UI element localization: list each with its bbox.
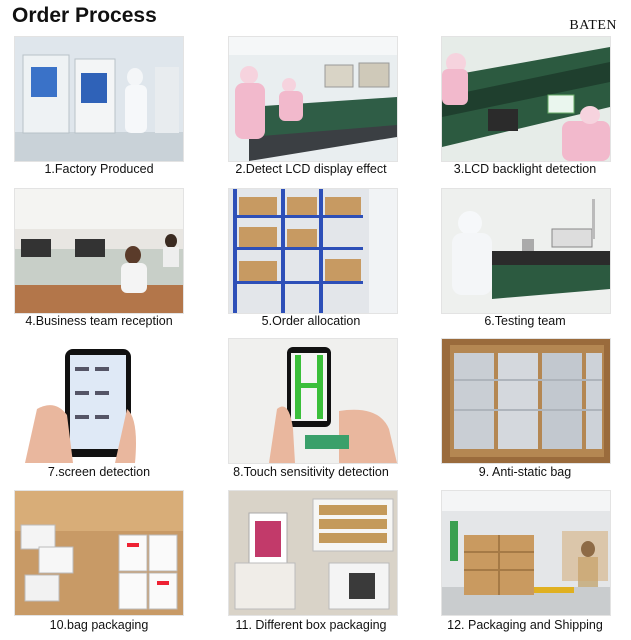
touch-test-photo [228,338,398,464]
step-caption: 9. Anti-static bag [478,465,572,479]
shipping-warehouse-photo [441,490,611,616]
step-caption: 11. Different box packaging [235,618,387,632]
warehouse-shelves-photo [228,188,398,314]
step-caption: 6.Testing team [484,314,566,328]
step-caption: 4.Business team reception [25,314,173,328]
step-caption: 2.Detect LCD display effect [235,162,387,176]
page-title: Order Process [12,4,157,27]
testing-team-photo [441,188,611,314]
factory-cleanroom-photo [14,36,184,162]
anti-static-bags-photo [441,338,611,464]
phone-screen-test-photo [14,338,184,464]
brand-name: BATEN [569,18,617,33]
step-caption: 10.bag packaging [49,618,149,632]
backlight-detection-photo [441,36,611,162]
step-caption: 7.screen detection [47,465,151,479]
step-caption: 3.LCD backlight detection [453,162,597,176]
step-caption: 5.Order allocation [261,314,361,328]
bag-packaging-photo [14,490,184,616]
office-team-photo [14,188,184,314]
step-caption: 1.Factory Produced [44,162,154,176]
step-caption: 12. Packaging and Shipping [447,618,603,632]
step-caption: 8.Touch sensitivity detection [233,465,389,479]
box-packaging-photo [228,490,398,616]
lcd-detection-line-photo [228,36,398,162]
